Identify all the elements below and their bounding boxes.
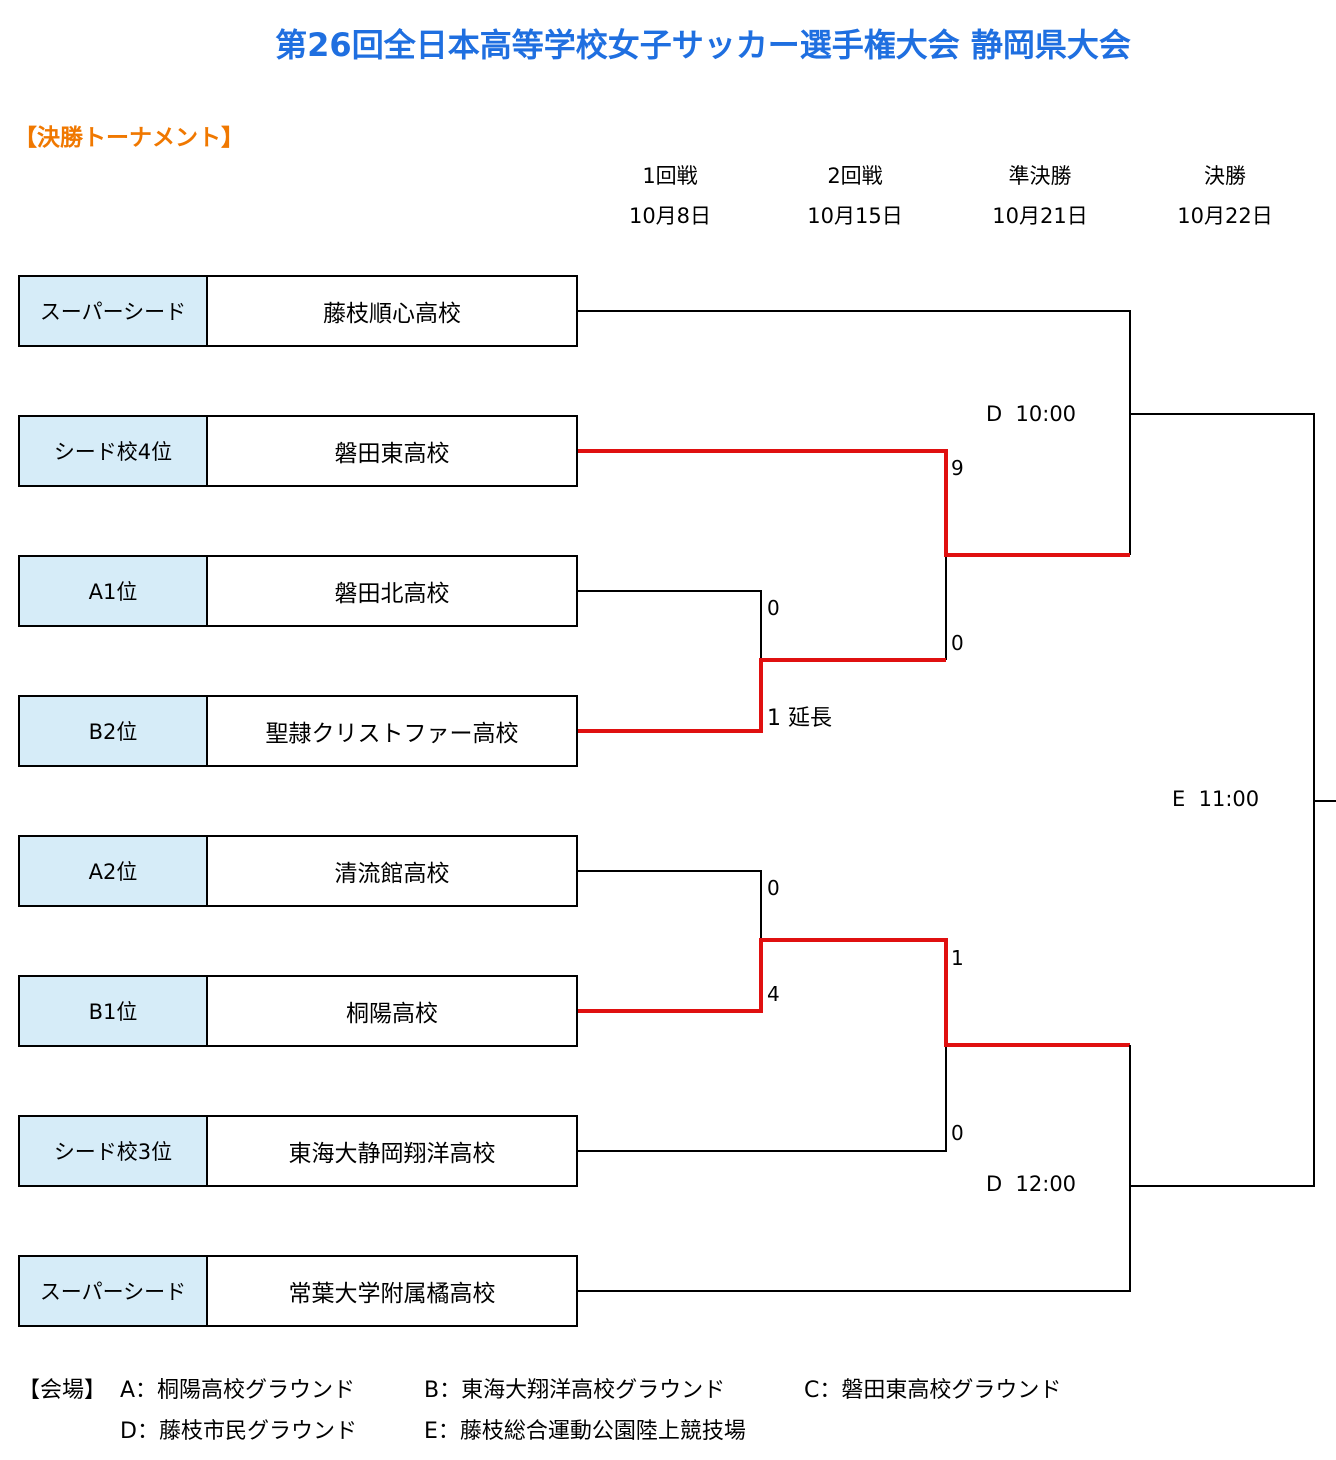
score-label: 0 <box>767 876 780 900</box>
team-name: 常葉大学附属橘高校 <box>288 1281 496 1307</box>
score-label: 0 <box>951 1121 964 1145</box>
team-seed: シード校3位 <box>20 1117 208 1185</box>
venue-a: A：桐陽高校グラウンド <box>120 1378 356 1403</box>
team-row: スーパーシード 藤枝順心高校 <box>18 275 578 347</box>
score-label: 1 延長 <box>767 706 832 731</box>
team-row: スーパーシード 常葉大学附属橘高校 <box>18 1255 578 1327</box>
line-team-1 <box>578 310 1131 414</box>
round-2-date: 10月15日 <box>807 204 903 228</box>
team-seed: スーパーシード <box>20 277 208 345</box>
team-name: 磐田東高校 <box>334 441 450 467</box>
team-name: 磐田北高校 <box>334 581 450 607</box>
bracket-black-lines <box>578 310 1336 1292</box>
line-team-3 <box>578 590 762 660</box>
round-2-name: 2回戦 <box>827 164 883 188</box>
line-team-5 <box>578 870 762 940</box>
score-label: 0 <box>951 631 964 655</box>
team-seed: スーパーシード <box>20 1257 208 1325</box>
team-seed: B1位 <box>20 977 208 1045</box>
section-subtitle: 【決勝トーナメント】 <box>14 125 244 151</box>
team-row: シード校4位 磐田東高校 <box>18 415 578 487</box>
match-semi-bottom: D 12:00 <box>986 1172 1077 1196</box>
round-1-date: 10月8日 <box>628 204 712 228</box>
team-seed: A1位 <box>20 557 208 625</box>
line-team-8 <box>578 1186 1131 1292</box>
score-label: 1 <box>951 946 964 970</box>
winner-team-2 <box>578 449 1130 557</box>
score-label: 4 <box>767 982 780 1006</box>
round-semi-name: 準決勝 <box>1008 164 1072 188</box>
team-seed: B2位 <box>20 697 208 765</box>
bracket-winner-lines <box>578 449 1130 1047</box>
match-final: E 11:00 <box>1172 787 1260 811</box>
team-row: A2位 清流館高校 <box>18 835 578 907</box>
round-final-name: 決勝 <box>1204 164 1246 188</box>
line-team-7 <box>578 1045 947 1152</box>
round-1-name: 1回戦 <box>642 164 698 188</box>
venue-d: D：藤枝市民グラウンド <box>120 1419 357 1444</box>
page-title: 第26回全日本高等学校女子サッカー選手権大会 静岡県大会 <box>275 26 1131 64</box>
team-name: 桐陽高校 <box>346 1001 438 1027</box>
venue-e: E：藤枝総合運動公園陸上競技場 <box>424 1419 746 1444</box>
venue-c: C：磐田東高校グラウンド <box>804 1378 1062 1403</box>
team-seed: シード校4位 <box>20 417 208 485</box>
venue-label: 【会場】 <box>18 1378 107 1403</box>
team-name: 東海大静岡翔洋高校 <box>288 1141 496 1167</box>
team-row: A1位 磐田北高校 <box>18 555 578 627</box>
round-semi-date: 10月21日 <box>992 204 1088 228</box>
team-row: シード校3位 東海大静岡翔洋高校 <box>18 1115 578 1187</box>
winner-team-4 <box>578 658 946 733</box>
team-name: 清流館高校 <box>334 861 450 887</box>
team-row: B1位 桐陽高校 <box>18 975 578 1047</box>
winner-team-6 <box>578 938 1130 1047</box>
round-final-date: 10月22日 <box>1177 204 1273 228</box>
match-semi-top: D 10:00 <box>986 402 1077 426</box>
venue-b: B：東海大翔洋高校グラウンド <box>424 1378 726 1403</box>
team-name: 聖隷クリストファー高校 <box>265 721 519 747</box>
score-label: 0 <box>767 596 780 620</box>
team-name: 藤枝順心高校 <box>323 301 461 327</box>
team-seed: A2位 <box>20 837 208 905</box>
score-label: 9 <box>951 456 964 480</box>
team-row: B2位 聖隷クリストファー高校 <box>18 695 578 767</box>
